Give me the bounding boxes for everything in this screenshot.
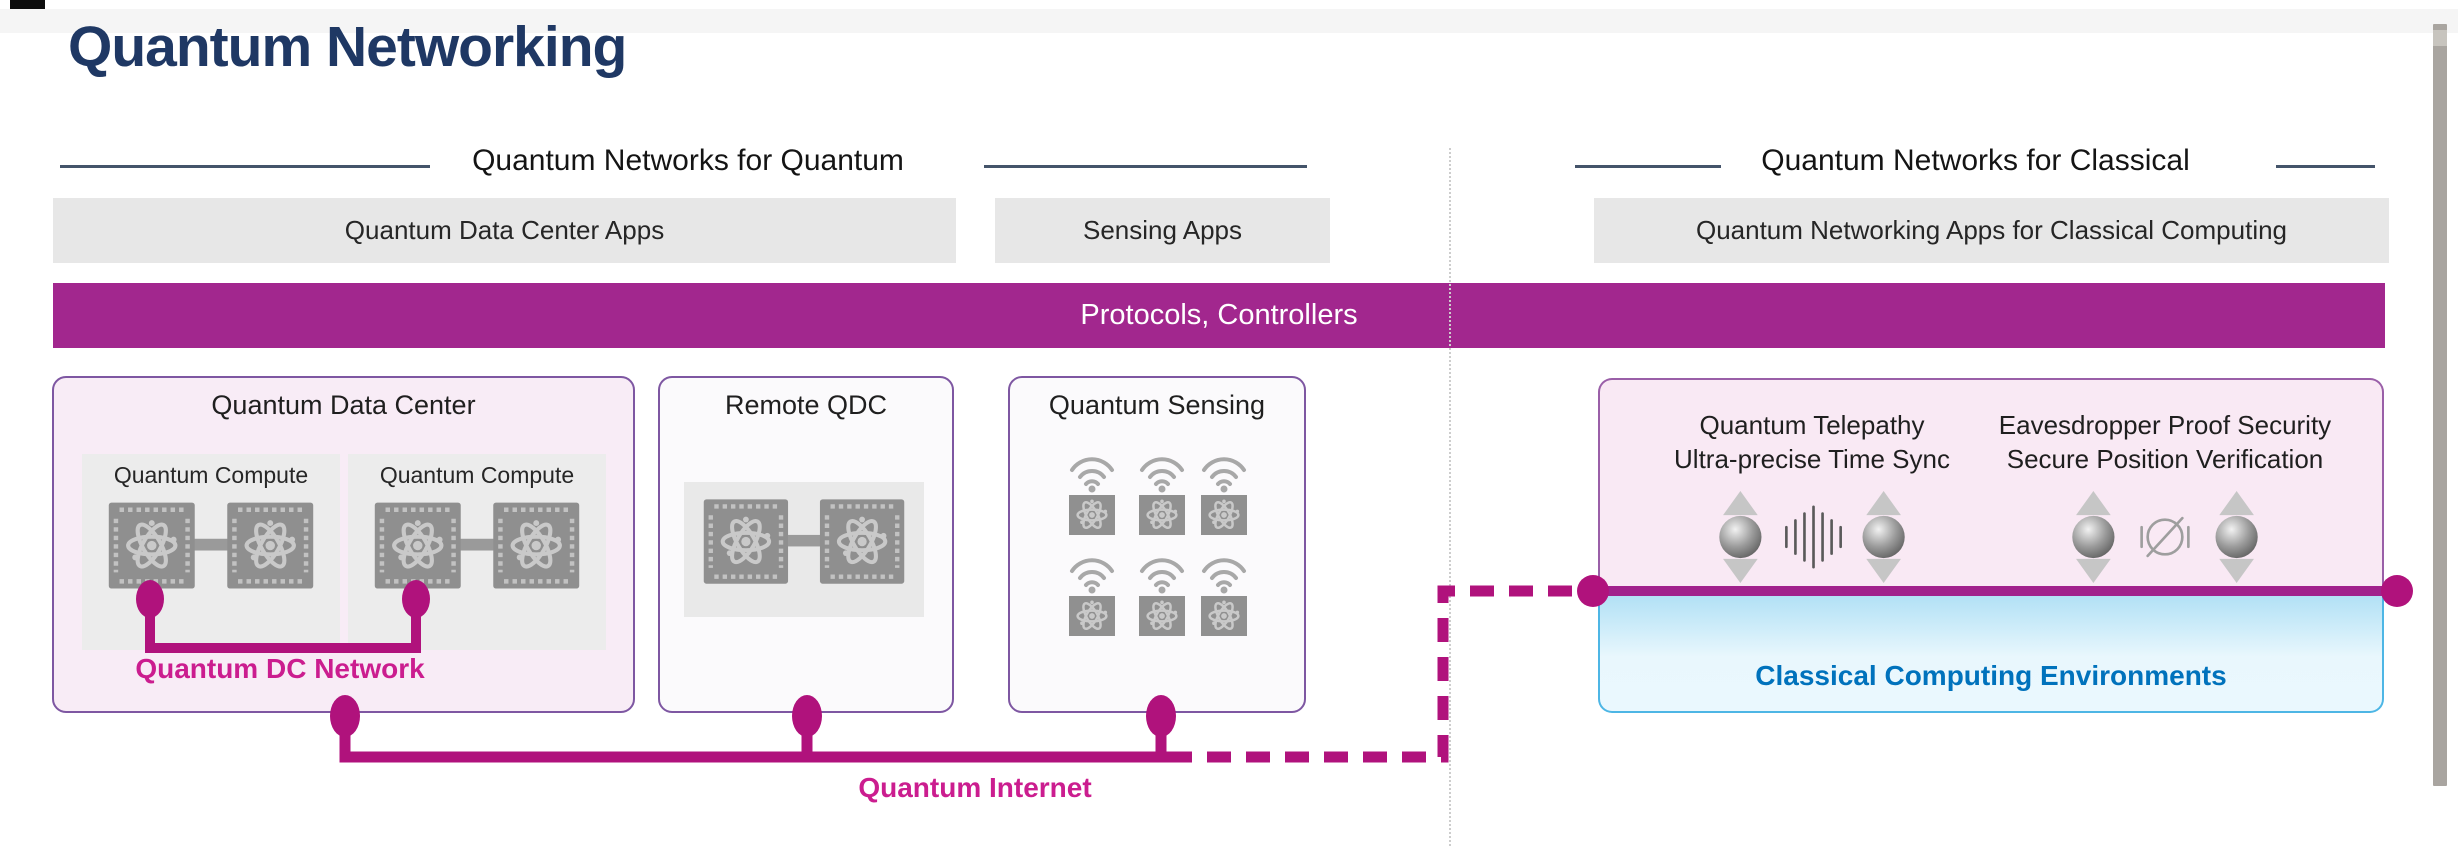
left-section-label: Quantum Networks for Quantum — [472, 144, 904, 177]
app-bar-classical: Quantum Networking Apps for Classical Co… — [1594, 198, 2389, 263]
scrollbar[interactable] — [2433, 24, 2447, 786]
quantum-dc-network-label: Quantum DC Network — [135, 653, 425, 684]
security-line1: Eavesdropper Proof Security — [1998, 410, 2332, 440]
telepathy-line2: Ultra-precise Time Sync — [1674, 444, 1950, 474]
quantum-chip-pair-icon — [373, 500, 581, 592]
page-title: Quantum Networking — [68, 15, 627, 79]
quantum-chip-pair-icon — [702, 497, 906, 587]
eavesdropper-blocked-icon — [2072, 491, 2258, 583]
app-bar-quantum-data-center: Quantum Data Center Apps — [53, 198, 956, 263]
scrollbar-thumb-cap[interactable] — [2433, 30, 2447, 46]
classical-computing-section — [1598, 591, 2384, 713]
telepathy-text: Quantum Telepathy Ultra-precise Time Syn… — [1640, 408, 1984, 476]
telepathy-line1: Quantum Telepathy — [1699, 410, 1925, 440]
section-divider-line — [1449, 148, 1451, 846]
quantum-compute-label: Quantum Compute — [379, 462, 575, 488]
wifi-sensor-grid-icon — [1062, 446, 1256, 638]
protocols-controllers-bar: Protocols, Controllers — [53, 283, 2385, 348]
left-section-line-right — [984, 165, 1307, 168]
security-line2: Secure Position Verification — [2006, 444, 2324, 474]
remote-qdc-box: Remote QDC — [658, 376, 954, 713]
app-bar-sensing: Sensing Apps — [995, 198, 1330, 263]
right-section-label: Quantum Networks for Classical — [1761, 144, 2190, 177]
qdc-box-title: Quantum Data Center — [211, 390, 476, 420]
quantum-sensing-box: Quantum Sensing — [1008, 376, 1306, 713]
right-section-line-left — [1575, 165, 1721, 168]
quantum-compute-panel: Quantum Compute — [82, 454, 340, 650]
quantum-compute-panel: Quantum Compute — [348, 454, 606, 650]
remote-qdc-title: Remote QDC — [724, 390, 888, 420]
right-section-line-right — [2276, 165, 2375, 168]
quantum-networks-for-classical-box: Quantum Telepathy Ultra-precise Time Syn… — [1598, 378, 2384, 591]
top-gray-strip — [0, 9, 2458, 33]
quantum-internet-label: Quantum Internet — [858, 772, 1092, 803]
quantum-data-center-box: Quantum Data Center Quantum Compute Quan… — [52, 376, 635, 713]
corner-mark — [10, 0, 45, 9]
classical-computing-label: Classical Computing Environments — [1755, 660, 2227, 691]
quantum-compute-label: Quantum Compute — [113, 462, 309, 488]
quantum-chip-pair-icon — [107, 500, 315, 592]
entangled-qubits-sync-icon — [1719, 491, 1905, 583]
security-text: Eavesdropper Proof Security Secure Posit… — [1990, 408, 2340, 476]
quantum-sensing-title: Quantum Sensing — [1048, 390, 1266, 420]
left-section-line-left — [60, 165, 430, 168]
remote-qdc-panel — [684, 482, 924, 617]
